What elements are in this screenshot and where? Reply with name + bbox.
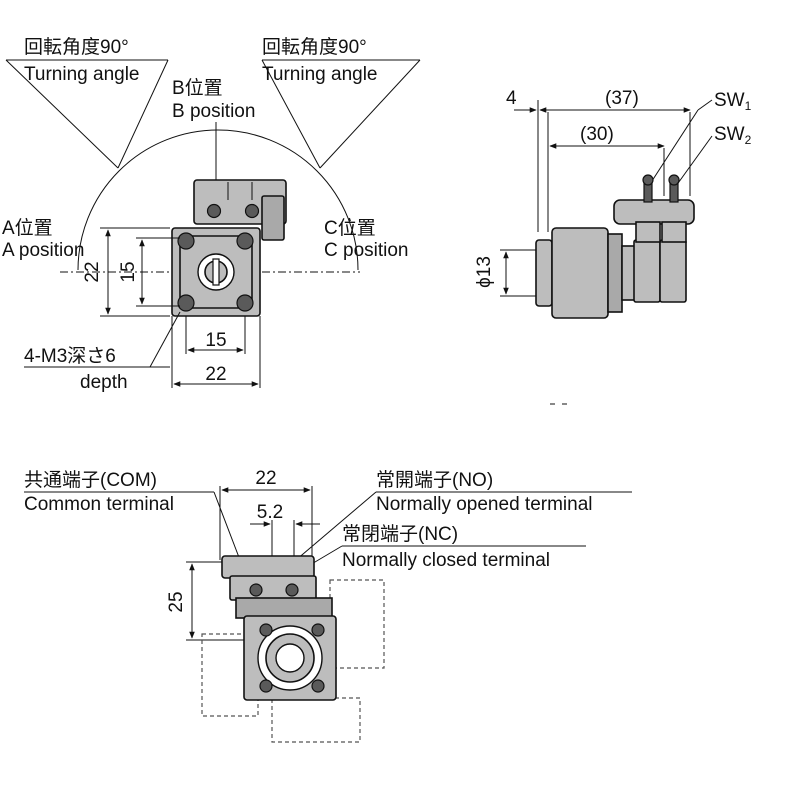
bottom-screw-2 — [259, 679, 273, 693]
switch-1-body — [633, 239, 661, 303]
no-terminal-jp: 常開端子(NO) — [376, 469, 493, 491]
sw1-leader-a — [697, 99, 713, 111]
mount-screw-4 — [236, 294, 254, 312]
turning-angle-leader-right-2 — [319, 59, 421, 169]
dim-22-horizontal-label: 22 — [205, 364, 226, 385]
com-leader — [213, 491, 241, 561]
switch-2-neck — [661, 221, 687, 243]
sw2-subscript: 2 — [745, 133, 752, 147]
turning-angle-jp-left: 回転角度90° — [24, 36, 129, 58]
mount-screw-1 — [177, 232, 195, 250]
sw1-leader-b — [649, 109, 699, 185]
mount-screw-2 — [236, 232, 254, 250]
cylinder-housing — [551, 227, 609, 319]
c-position-en: C position — [324, 240, 409, 261]
nc-terminal-en: Normally closed terminal — [342, 550, 550, 571]
dim-22-vertical-label: 22 — [82, 261, 103, 282]
bottom-screw-4 — [311, 679, 325, 693]
rotation-arc — [77, 129, 359, 271]
sw2-text: SW — [714, 124, 745, 145]
sw2-leader — [675, 135, 713, 187]
dim-22-bottom-label: 22 — [255, 468, 276, 489]
turning-angle-leader-left — [5, 59, 119, 169]
dim-4-label: 4 — [506, 88, 517, 109]
turning-angle-jp-right: 回転角度90° — [262, 36, 367, 58]
bottom-screw-1 — [259, 623, 273, 637]
terminal-screw-no — [285, 583, 299, 597]
switch-side-block — [261, 195, 285, 241]
c-position-jp: C位置 — [324, 217, 376, 239]
switch-bracket — [613, 199, 695, 225]
switch-screw-1 — [206, 203, 222, 219]
mount-thread-jp: 4-M3深さ6 — [24, 345, 116, 367]
b-position-jp: B位置 — [172, 77, 223, 99]
turning-angle-en-left: Turning angle — [24, 64, 139, 85]
no-terminal-en: Normally opened terminal — [376, 494, 593, 515]
outline-c-position — [329, 579, 385, 669]
b-position-en: B position — [172, 101, 255, 122]
a-position-en: A position — [2, 240, 84, 261]
front-bezel — [535, 239, 553, 307]
switch-2-terminal-cap — [668, 174, 680, 186]
outline-lower — [271, 697, 361, 743]
terminal-block — [229, 575, 317, 601]
turning-angle-en-right: Turning angle — [262, 64, 377, 85]
terminal-block-top — [221, 555, 315, 579]
switch-2-body — [659, 239, 687, 303]
outline-a-position — [201, 633, 259, 717]
dim-5-2-label: 5.2 — [257, 502, 283, 523]
sw1-text: SW — [714, 90, 745, 111]
nc-terminal-jp: 常閉端子(NC) — [342, 523, 458, 545]
top-right-side-view: 4 (37) (30) SW1 SW2 ϕ13 — [474, 88, 752, 405]
a-position-jp: A位置 — [2, 217, 53, 239]
switch-1-neck — [635, 221, 661, 243]
terminal-screw-com — [249, 583, 263, 597]
dim-15-horizontal-label: 15 — [205, 330, 226, 351]
turning-angle-leader-right — [261, 59, 321, 169]
no-leader — [295, 491, 377, 561]
switch-1-terminal-cap — [642, 174, 654, 186]
mount-leader — [149, 311, 181, 368]
dim-30-label: (30) — [580, 124, 614, 145]
top-left-view: 回転角度90° Turning angle 回転角度90° Turning an… — [2, 36, 421, 393]
com-terminal-en: Common terminal — [24, 494, 174, 515]
dim-25-label: 25 — [166, 591, 187, 612]
dim-37-label: (37) — [605, 88, 639, 109]
sw1-label: SW1 — [714, 90, 752, 113]
sw1-subscript: 1 — [745, 99, 752, 113]
mount-thread-en: depth — [80, 372, 128, 393]
bottom-terminal-view: 共通端子(COM) Common terminal 常開端子(NO) Norma… — [24, 468, 632, 743]
flange-plate — [607, 233, 623, 313]
mount-screw-3 — [177, 294, 195, 312]
turning-angle-leader-left-2 — [117, 59, 169, 169]
bottom-screw-3 — [311, 623, 325, 637]
sw2-label: SW2 — [714, 124, 752, 147]
keyhole — [212, 258, 220, 286]
terminal-plate — [235, 597, 333, 619]
bottom-key-face — [275, 643, 305, 673]
phi13-label: ϕ13 — [474, 256, 495, 288]
dim-15-vertical-label: 15 — [118, 261, 139, 282]
switch-screw-2 — [244, 203, 260, 219]
com-terminal-jp: 共通端子(COM) — [24, 469, 157, 491]
